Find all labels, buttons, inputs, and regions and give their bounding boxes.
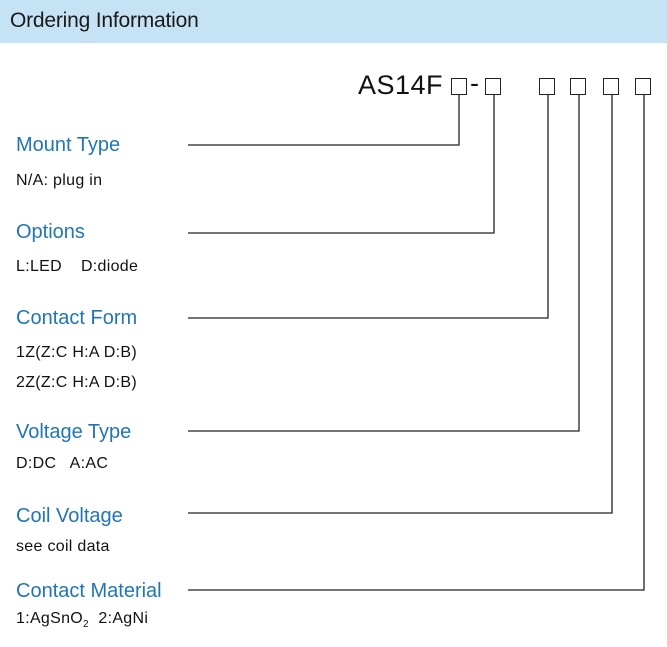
section-desc-voltage-type: D:DC A:AC [16, 455, 109, 472]
connector-options [188, 95, 495, 234]
section-desc-coil-voltage: see coil data [16, 538, 110, 555]
section-desc-contact-material: 1:AgSnO2 2:AgNi [16, 610, 148, 630]
code-box-contact-form [539, 78, 555, 95]
section-title-coil-voltage: Coil Voltage [16, 505, 123, 527]
connector-contact-form [188, 95, 549, 319]
code-box-voltage-type [570, 78, 586, 95]
connector-contact-material [188, 95, 645, 591]
contact-material-part-2: 2:AgNi [88, 610, 149, 627]
section-desc-contact-form-1: 1Z(Z:C H:A D:B) [16, 344, 137, 361]
contact-material-subscript: 2 [83, 619, 89, 631]
section-title-voltage-type: Voltage Type [16, 421, 132, 443]
section-desc-contact-form-2: 2Z(Z:C H:A D:B) [16, 374, 137, 391]
page-title: Ordering Information [10, 9, 199, 32]
code-prefix: AS14F [358, 70, 444, 100]
section-title-contact-material: Contact Material [16, 580, 162, 602]
section-desc-options: L:LED D:diode [16, 258, 139, 275]
code-box-mount-type [451, 78, 467, 95]
connector-voltage-type [188, 95, 580, 432]
code-box-options [485, 78, 501, 95]
code-box-contact-material [635, 78, 651, 95]
code-box-coil-voltage [603, 78, 619, 95]
section-title-contact-form: Contact Form [16, 307, 138, 329]
section-title-options: Options [16, 221, 85, 243]
section-desc-mount-type: N/A: plug in [16, 172, 103, 189]
section-title-mount-type: Mount Type [16, 134, 121, 156]
connector-mount-type [188, 95, 460, 146]
part-number-code: AS14F - [358, 68, 658, 102]
connector-coil-voltage [188, 95, 613, 514]
header-bar: Ordering Information [0, 0, 667, 43]
code-separator: - [470, 68, 479, 98]
contact-material-part-1: 1:AgSnO [16, 610, 84, 627]
